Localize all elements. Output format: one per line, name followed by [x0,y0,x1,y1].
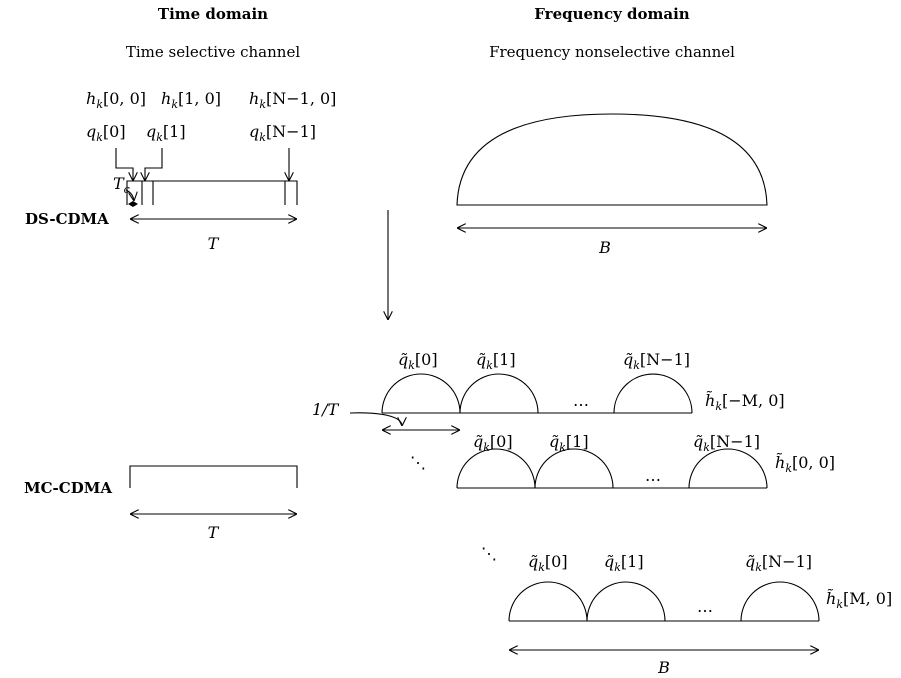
row2-q1-label: q̃k[1] [549,432,589,454]
q1-arrow [145,148,163,181]
row2-qN-label: q̃k[N−1] [693,432,760,454]
frequency-domain-header: Frequency domain [534,5,690,23]
ds-h1-label: hk[1, 0] [161,89,221,111]
mc-signal-outline [129,465,298,488]
row2-channel-label: h̃k[0, 0] [775,453,835,475]
row3-subcarrier-1 [586,581,666,622]
row2-ellipsis: … [645,466,661,485]
tc-diamond [128,201,138,207]
inv-T-label: 1/T [312,400,340,419]
row1-q0-label: q̃k[0] [398,350,438,372]
ds-hN-label: hk[N−1, 0] [249,89,336,111]
ds-cdma-label: DS-CDMA [25,210,109,228]
row1-channel-label: h̃k[−M, 0] [705,391,785,413]
row1-ellipsis: … [573,391,589,410]
row3-q0-label: q̃k[0] [528,552,568,574]
tc-label: Tc [113,174,130,196]
time-domain-header: Time domain [158,5,268,23]
q0-arrow [115,148,133,181]
row3-qN-label: q̃k[N−1] [745,552,812,574]
ds-qN-label: qk[N−1] [249,122,316,144]
mc-period-label: T [208,523,220,542]
ds-period-label: T [208,234,220,253]
frequency-nonselective-subheader: Frequency nonselective channel [489,43,735,61]
ds-q0-label: qk[0] [86,122,126,144]
vertical-dots-2: ⋱ [481,544,497,563]
row1-q1-label: q̃k[1] [476,350,516,372]
row2-q0-label: q̃k[0] [473,432,513,454]
mc-cdma-label: MC-CDMA [24,479,112,497]
row1-subcarrier-N [613,373,693,414]
row3-q1-label: q̃k[1] [604,552,644,574]
row2-subcarrier-1 [534,448,614,489]
tc-arrow [125,189,134,201]
row1-subcarrier-0 [381,373,461,414]
row1-qN-label: q̃k[N−1] [623,350,690,372]
inv-T-pointer [349,412,402,427]
row2-subcarrier-0 [456,448,536,489]
row2-subcarrier-N [688,448,768,489]
ds-q1-label: qk[1] [146,122,186,144]
bandwidth-label-bottom: B [657,658,670,677]
ds-signal-outline [126,180,298,205]
time-selective-subheader: Time selective channel [126,43,300,61]
row3-channel-label: h̃k[M, 0] [826,589,892,611]
row3-subcarrier-N [740,581,820,622]
row3-ellipsis: … [697,597,713,616]
ds-h0-label: hk[0, 0] [86,89,146,111]
row3-subcarrier-0 [508,581,588,622]
bandwidth-label-top: B [598,238,611,257]
wideband-spectrum [456,113,768,206]
vertical-dots-1: ⋱ [410,453,426,472]
row1-subcarrier-1 [459,373,539,414]
